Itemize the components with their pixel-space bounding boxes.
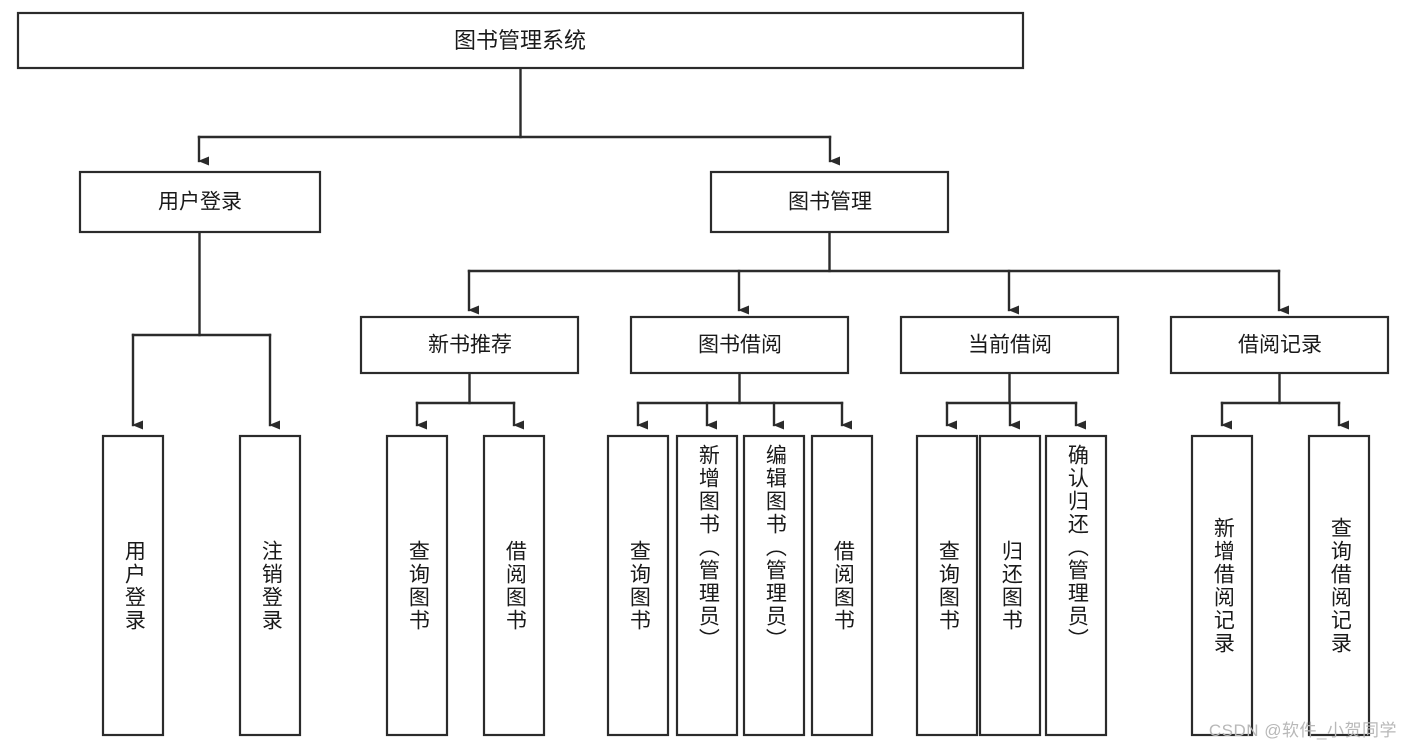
- csdn-watermark: CSDN @软件_小贺同学: [1208, 721, 1397, 740]
- leaf-box-logout-login[interactable]: [238, 434, 302, 737]
- leaf-box-add-book[interactable]: [675, 434, 739, 737]
- node-new-book-recommend-label: 新书推荐: [428, 334, 512, 357]
- node-borrow-record-label: 借阅记录: [1238, 334, 1322, 357]
- node-book-borrow-label: 图书借阅: [698, 334, 782, 357]
- node-root[interactable]: 图书管理系统: [16, 11, 1025, 70]
- node-borrow-record[interactable]: 借阅记录: [1169, 315, 1390, 375]
- node-book-manage-box[interactable]: [709, 170, 950, 234]
- node-user-login[interactable]: 用户登录: [78, 170, 322, 234]
- node-current-borrow-label: 当前借阅: [968, 334, 1052, 357]
- node-current-borrow-box[interactable]: [899, 315, 1120, 375]
- node-book-borrow[interactable]: 图书借阅: [629, 315, 850, 375]
- node-user-login-label: 用户登录: [158, 191, 242, 214]
- edges-layer: [131, 66, 1349, 430]
- leaf-box-user-login[interactable]: [101, 434, 165, 737]
- leaf-box-query-book-2[interactable]: [606, 434, 670, 737]
- leaf-box-confirm-return[interactable]: [1044, 434, 1108, 737]
- leaf-box-add-record[interactable]: [1190, 434, 1254, 737]
- leaf-box-borrow-book-2[interactable]: [810, 434, 874, 737]
- leaf-box-query-record[interactable]: [1307, 434, 1371, 737]
- node-root-label: 图书管理系统: [454, 28, 586, 53]
- node-new-book-recommend-box[interactable]: [359, 315, 580, 375]
- leaf-box-edit-book[interactable]: [742, 434, 806, 737]
- node-current-borrow[interactable]: 当前借阅: [899, 315, 1120, 375]
- leaf-box-borrow-book-1[interactable]: [482, 434, 546, 737]
- leaf-box-query-book-3[interactable]: [915, 434, 979, 737]
- node-borrow-record-box[interactable]: [1169, 315, 1390, 375]
- leaf-box-query-book-1[interactable]: [385, 434, 449, 737]
- node-book-borrow-box[interactable]: [629, 315, 850, 375]
- node-user-login-box[interactable]: [78, 170, 322, 234]
- node-new-book-recommend[interactable]: 新书推荐: [359, 315, 580, 375]
- node-book-manage-label: 图书管理: [788, 191, 872, 214]
- node-book-manage[interactable]: 图书管理: [709, 170, 950, 234]
- nodes-layer: 图书管理系统 用户登录 图书管理 新书推荐 图书借阅: [16, 11, 1390, 737]
- node-root-box[interactable]: [16, 11, 1025, 70]
- leaf-box-return-book[interactable]: [978, 434, 1042, 737]
